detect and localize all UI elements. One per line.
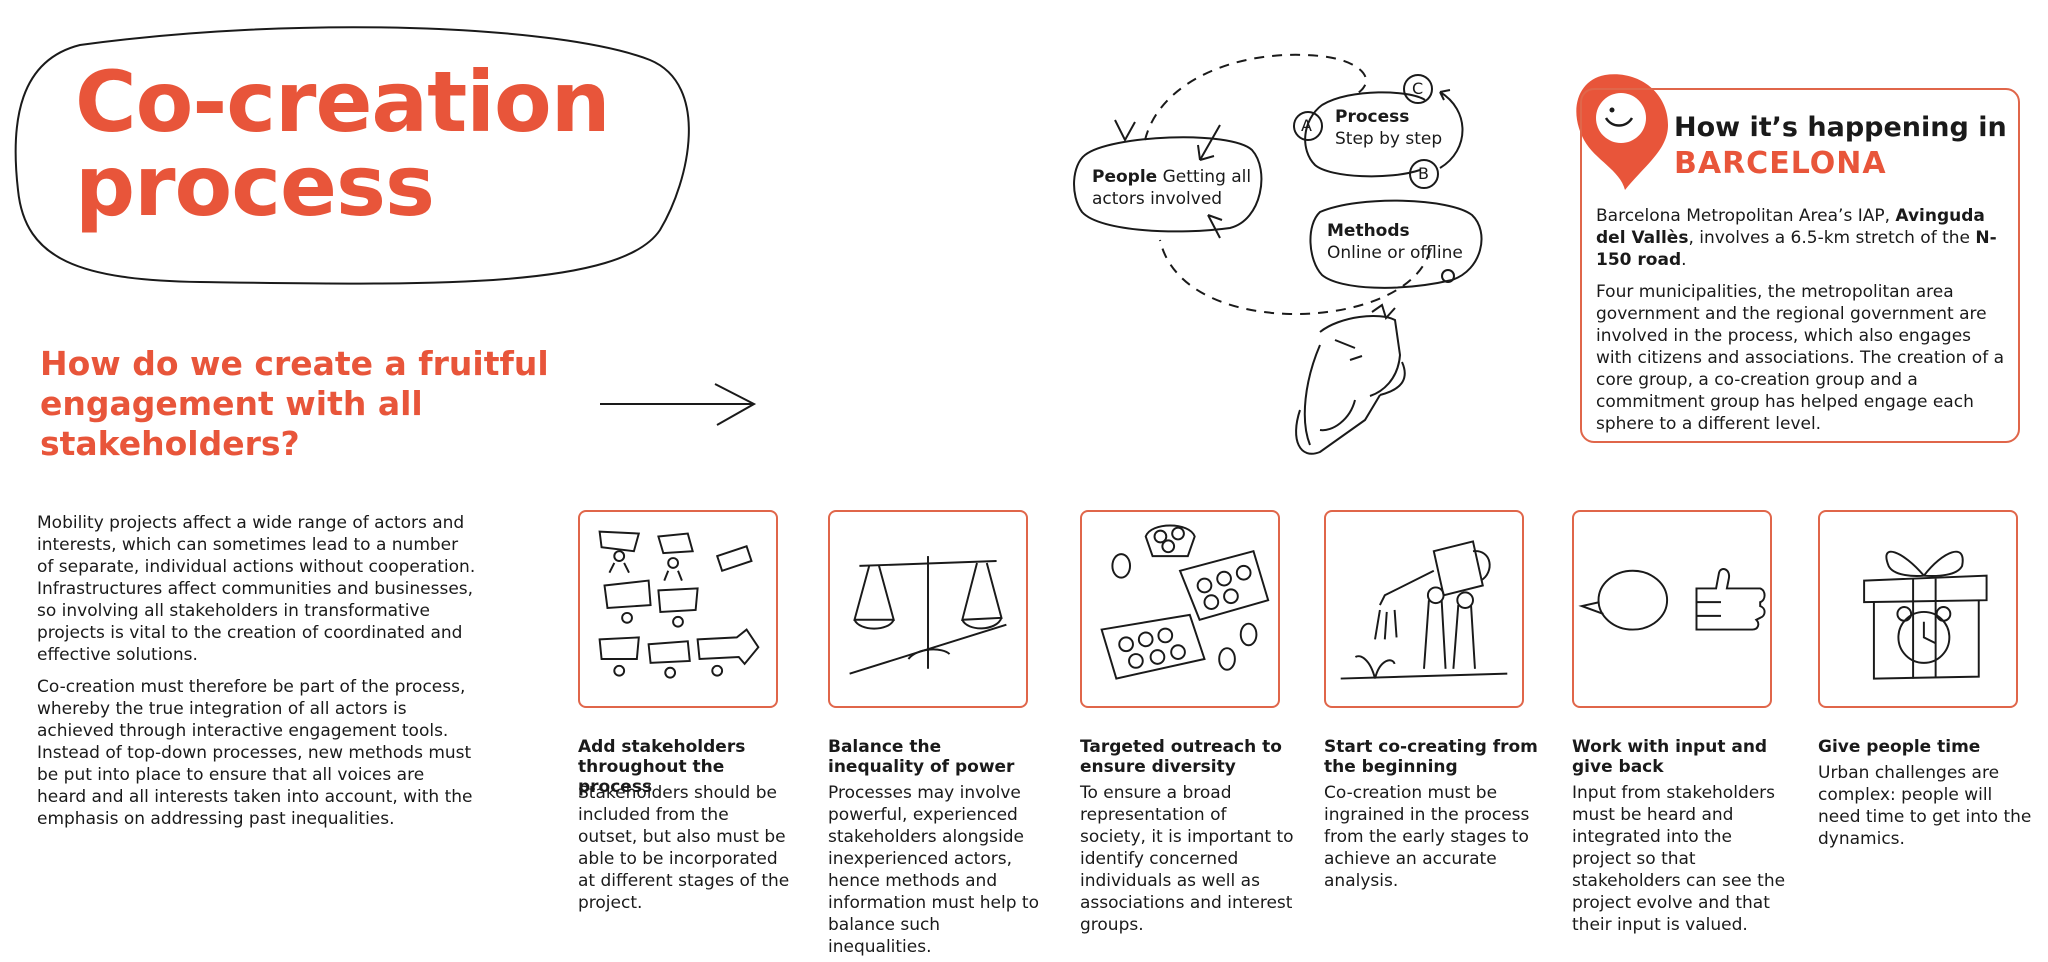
scales-icon	[849, 556, 1007, 675]
step-c-label: C	[1412, 79, 1424, 98]
barcelona-heading-text: How it’s happening in	[1674, 112, 2007, 143]
step-b-label: B	[1418, 164, 1429, 183]
card-illustration-4	[1324, 510, 1524, 708]
step-b-circle	[1409, 159, 1439, 189]
card-title-3: Targeted outreach to ensure diversity	[1080, 737, 1282, 777]
barcelona-paragraph-1: Barcelona Metropolitan Area’s IAP, Aving…	[1596, 206, 1997, 270]
card-title-5: Work with input and give back	[1572, 737, 1768, 777]
people-label: People Getting all actors involved	[1092, 166, 1252, 210]
card-title-2: Balance the inequality of power	[828, 737, 1015, 777]
barcelona-text: Barcelona Metropolitan Area’s IAP, Aving…	[1596, 205, 2006, 445]
card-illustration-2	[828, 510, 1028, 708]
page-title: Co-creation process	[75, 60, 695, 228]
title-line-2: process	[75, 137, 435, 235]
barcelona-city: BARCELONA	[1674, 146, 1887, 181]
card-text-1: Stakeholders should be included from the…	[578, 783, 790, 913]
title-bubble-outline	[14, 26, 690, 285]
barcelona-panel	[1580, 88, 2020, 443]
cycle-dashed-loop	[1144, 53, 1431, 316]
gift-clock-icon	[1863, 550, 1988, 680]
process-label: Process Step by step	[1335, 106, 1455, 150]
methods-label-bold: Methods	[1327, 221, 1410, 241]
process-bubble	[1304, 91, 1426, 178]
card-text-2: Processes may involve powerful, experien…	[828, 783, 1039, 957]
step-c-circle	[1403, 74, 1433, 104]
watering-can-icon	[1340, 540, 1508, 680]
methods-label-text: Online or offline	[1327, 243, 1463, 263]
location-pin-icon	[1576, 74, 1668, 190]
intro-text: Mobility projects affect a wide range of…	[37, 512, 477, 840]
card-illustration-3	[1080, 510, 1280, 708]
egg-cartons-icon	[1100, 524, 1270, 680]
title-line-1: Co-creation	[75, 53, 611, 151]
card-title-1: Add stakeholders throughout the process	[578, 737, 746, 797]
intro-paragraph-2: Co-creation must therefore be part of th…	[37, 677, 473, 829]
intro-paragraph-1: Mobility projects affect a wide range of…	[37, 513, 476, 665]
card-text-3: To ensure a broad representation of soci…	[1080, 783, 1294, 935]
people-with-signs-icon	[598, 530, 760, 679]
process-label-bold: Process	[1335, 107, 1410, 127]
card-title-4: Start co-creating from the beginning	[1324, 737, 1538, 777]
card-text-5: Input from stakeholders must be heard an…	[1572, 783, 1786, 935]
barcelona-paragraph-2: Four municipalities, the metropolitan ar…	[1596, 282, 2005, 434]
step-a-circle	[1293, 111, 1323, 141]
card-illustration-1	[578, 510, 778, 708]
card-text-6: Urban challenges are complex: people wil…	[1818, 763, 2032, 849]
process-label-text: Step by step	[1335, 129, 1443, 149]
arrow-right-icon	[600, 383, 757, 426]
card-illustration-6	[1818, 510, 2018, 708]
thinking-person-icon	[1295, 303, 1406, 455]
people-label-text: Getting all actors involved	[1092, 167, 1252, 209]
people-bubble	[1073, 136, 1263, 233]
engagement-question: How do we create a fruitful engagement w…	[40, 344, 549, 463]
barcelona-heading: How it’s happening in BARCELONA	[1674, 110, 2034, 182]
card-illustration-5	[1572, 510, 1772, 708]
people-label-bold: People	[1092, 167, 1158, 187]
methods-label: Methods Online or offline	[1327, 220, 1487, 264]
step-a-label: A	[1301, 116, 1312, 135]
card-text-4: Co-creation must be ingrained in the pro…	[1324, 783, 1530, 891]
speech-bubble-thumbs-up-icon	[1578, 568, 1766, 631]
card-title-6: Give people time	[1818, 737, 1981, 757]
